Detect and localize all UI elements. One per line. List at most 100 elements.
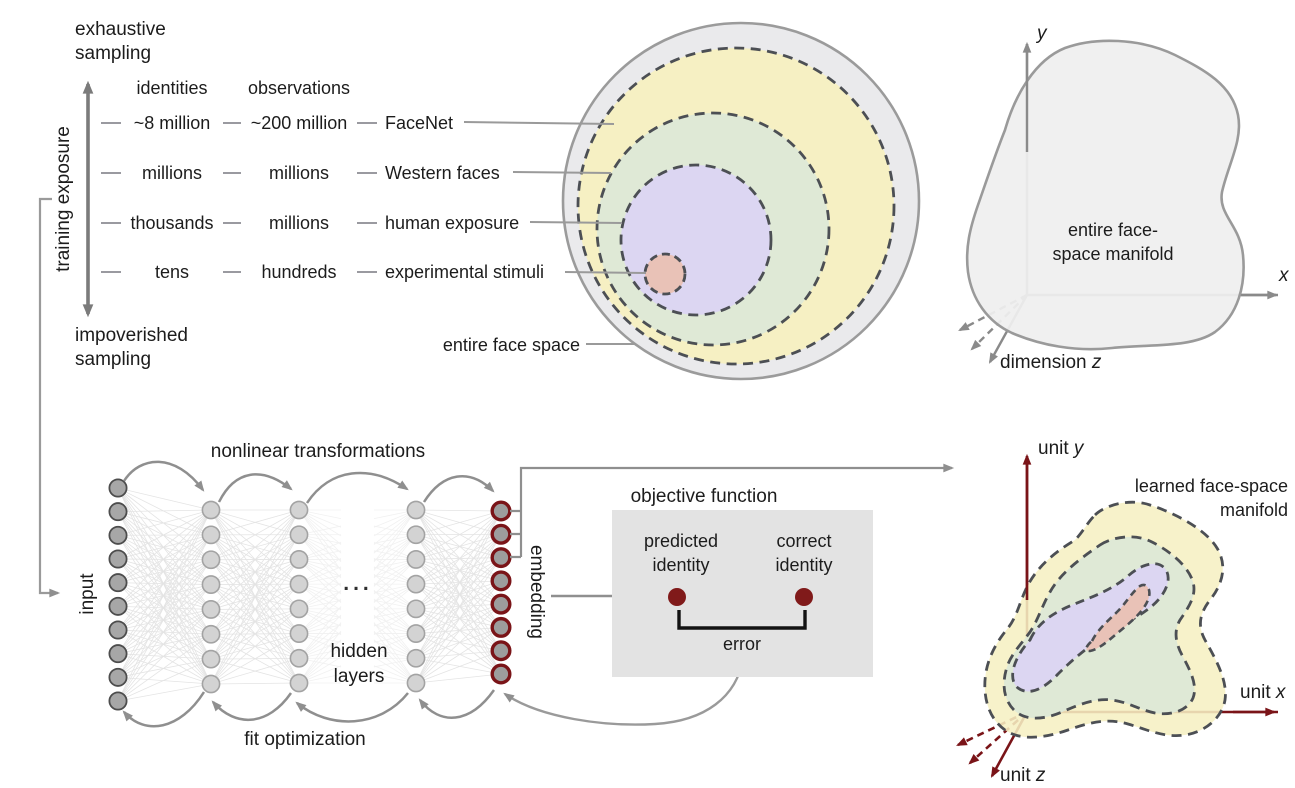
network-edge (415, 509, 502, 628)
network-edge (298, 622, 342, 684)
network-node-hidden-1 (201, 649, 221, 669)
network-edge (415, 559, 502, 605)
network-node-embedding (490, 570, 512, 592)
network-edge (415, 557, 502, 684)
network-edge (117, 535, 212, 685)
network-edge (415, 627, 502, 659)
network-edge (373, 509, 417, 563)
row-label: Western faces (385, 162, 500, 183)
network-edge (415, 603, 502, 634)
connector-dash (357, 271, 377, 273)
network-edge (117, 558, 212, 585)
network-edge (117, 509, 212, 702)
network-edge (415, 557, 502, 610)
network-edge (117, 658, 212, 678)
network-edge (117, 509, 212, 583)
predicted-identity-label: predicted identity (643, 531, 719, 575)
x-axis-label: x (1279, 265, 1289, 286)
network-node-input (108, 502, 128, 522)
identities-value: ~8 million (133, 112, 211, 133)
network-edge (117, 534, 212, 561)
network-edge (415, 533, 502, 585)
network-edge (117, 509, 212, 654)
network-edge (415, 510, 502, 659)
nonlinear-transformation-arcs (122, 460, 495, 504)
network-edge (117, 534, 212, 702)
network-node-hidden-3 (406, 574, 426, 594)
network-edge (415, 557, 502, 585)
network-node-input (108, 549, 128, 569)
network-edge (415, 650, 502, 684)
network-edge (117, 511, 212, 635)
embedding-label: embedding (526, 544, 547, 640)
network-node-input (108, 525, 128, 545)
network-node-input (108, 596, 128, 616)
network-node-embedding (490, 640, 512, 662)
network-edge (117, 509, 212, 513)
network-node-hidden-3 (406, 624, 426, 643)
network-edge (117, 605, 212, 610)
network-edge (210, 534, 300, 685)
network-edge (415, 580, 502, 659)
network-edge (373, 622, 417, 684)
sampling-row-experimental-stimuli: tens hundreds experimental stimuli (98, 261, 576, 283)
network-edge (117, 606, 212, 685)
network-node-hidden-2 (289, 525, 309, 545)
network-edge (415, 580, 502, 634)
network-node-hidden-1 (201, 674, 221, 694)
network-edge (415, 510, 502, 585)
network-edge (298, 534, 342, 579)
network-edges (117, 487, 502, 702)
network-edge (298, 534, 342, 587)
network-edge (117, 509, 212, 678)
network-edge (117, 605, 212, 660)
network-edge (415, 510, 502, 560)
hidden-layers-label: hidden layers (330, 641, 388, 687)
network-edge (415, 559, 502, 628)
network-edge (117, 558, 212, 561)
row-label: human exposure (385, 212, 520, 233)
network-edge (210, 608, 300, 685)
network-edge (117, 487, 212, 585)
network-edge (210, 559, 300, 685)
network-node-hidden-1 (201, 575, 221, 594)
leader-experimental-stimuli (564, 271, 647, 274)
network-edge (415, 534, 502, 605)
network-node-hidden-3 (406, 500, 426, 520)
network-edge (298, 509, 342, 571)
network-node-hidden-2 (289, 500, 309, 520)
network-edge (373, 559, 417, 603)
network-edge (117, 629, 212, 660)
network-edge (117, 683, 212, 702)
sampling-row-human-exposure: thousands millions human exposure (98, 212, 576, 234)
network-edge (117, 633, 212, 702)
network-edge (415, 509, 502, 675)
network-edge (117, 534, 212, 585)
observations-value: ~200 million (250, 112, 348, 133)
identities-value: tens (154, 261, 190, 282)
network-node-embedding (490, 663, 512, 685)
network-edge (117, 609, 212, 655)
network-node-embedding (490, 523, 512, 545)
network-edge (117, 509, 212, 536)
identities-value: millions (141, 162, 202, 183)
network-edge (415, 603, 502, 610)
fit-arc-4 (418, 689, 496, 719)
network-edge (210, 509, 300, 685)
venn-leader-lines (463, 121, 647, 345)
network-edge (415, 510, 502, 536)
learned-manifold-title: learned face-space manifold (1134, 476, 1288, 520)
connector-dash (223, 271, 241, 273)
network-edge (415, 534, 502, 628)
network-edge (415, 557, 502, 634)
network-edge (117, 535, 212, 660)
network-edge (415, 509, 502, 558)
network-edge (415, 533, 502, 610)
exposure-to-input-connector-arrow (38, 197, 61, 598)
network-edge (117, 535, 212, 635)
row-label: FaceNet (385, 112, 454, 133)
entire-manifold-axes-over (1022, 41, 1279, 300)
observations-header: observations (247, 78, 351, 98)
network-node-input (108, 478, 128, 498)
network-edge (415, 510, 502, 634)
